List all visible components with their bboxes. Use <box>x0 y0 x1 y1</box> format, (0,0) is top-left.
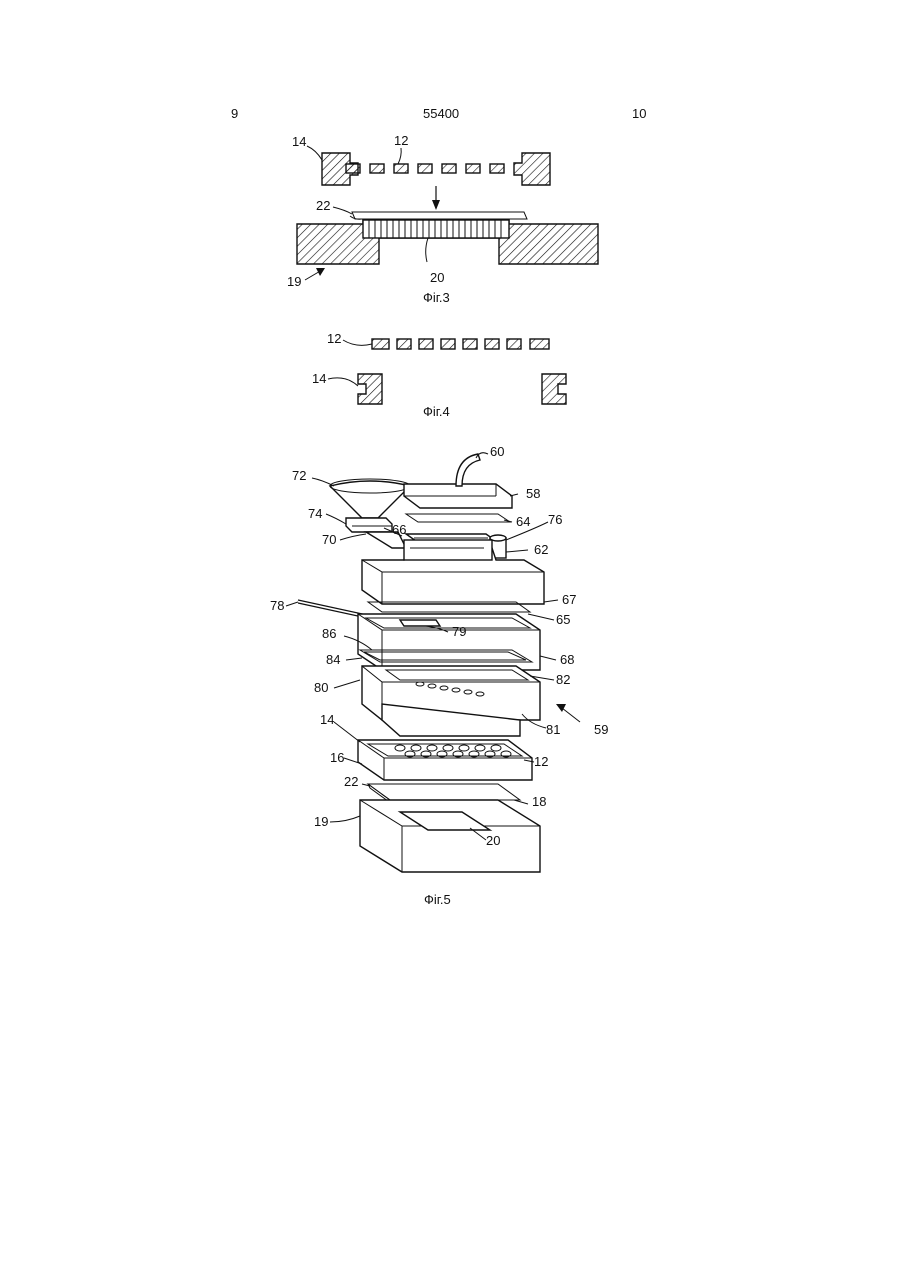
fig5-label-22: 22 <box>344 774 358 789</box>
fig5-label-79: 79 <box>452 624 466 639</box>
figure-3: 14 12 22 19 20 Фіг.3 <box>287 133 598 305</box>
fig3-film <box>352 212 527 219</box>
fig5-label-62: 62 <box>534 542 548 557</box>
fig5-label-67: 67 <box>562 592 576 607</box>
fig5-feeder <box>346 518 392 532</box>
fig5-label-80: 80 <box>314 680 328 695</box>
figure-4: 12 14 Фіг.4 <box>312 331 566 419</box>
fig5-label-58: 58 <box>526 486 540 501</box>
fig5-label-19: 19 <box>314 814 328 829</box>
fig5-label-74: 74 <box>308 506 322 521</box>
fig5-label-60: 60 <box>490 444 504 459</box>
fig3-label-22: 22 <box>316 198 330 213</box>
fig4-chip-row <box>372 339 549 349</box>
fig3-chip-row <box>346 164 504 173</box>
fig5-label-68: 68 <box>560 652 574 667</box>
fig3-label-12: 12 <box>394 133 408 148</box>
fig5-label-66: 66 <box>392 522 406 537</box>
fig5-label-82: 82 <box>556 672 570 687</box>
fig5-label-86: 86 <box>322 626 336 641</box>
fig4-label-14: 14 <box>312 371 326 386</box>
fig5-label-14: 14 <box>320 712 334 727</box>
fig5-base-19 <box>360 800 540 872</box>
fig4-caption: Фіг.4 <box>423 404 450 419</box>
fig5-label-78: 78 <box>270 598 284 613</box>
fig5-label-64: 64 <box>516 514 530 529</box>
fig3-clamp-right <box>514 153 550 185</box>
fig4-clamp-right <box>542 374 566 404</box>
fig5-label-72: 72 <box>292 468 306 483</box>
fig5-caption: Фіг.5 <box>424 892 451 907</box>
fig5-label-18: 18 <box>532 794 546 809</box>
fig5-label-81: 81 <box>546 722 560 737</box>
fig5-label-65: 65 <box>556 612 570 627</box>
fig5-hopper <box>330 481 410 518</box>
figure-5: 60 72 58 74 64 66 76 70 62 67 78 65 86 7… <box>270 444 608 907</box>
fig5-label-16: 16 <box>330 750 344 765</box>
fig3-label-19: 19 <box>287 274 301 289</box>
fig5-label-20: 20 <box>486 833 500 848</box>
fig5-label-59: 59 <box>594 722 608 737</box>
fig3-label-14: 14 <box>292 134 306 149</box>
fig5-label-76: 76 <box>548 512 562 527</box>
fig4-clamp-left <box>358 374 382 404</box>
fig3-label-20: 20 <box>430 270 444 285</box>
fig5-label-84: 84 <box>326 652 340 667</box>
fig4-label-12: 12 <box>327 331 341 346</box>
fig3-caption: Фіг.3 <box>423 290 450 305</box>
fig5-label-70: 70 <box>322 532 336 547</box>
fig5-label-12: 12 <box>534 754 548 769</box>
